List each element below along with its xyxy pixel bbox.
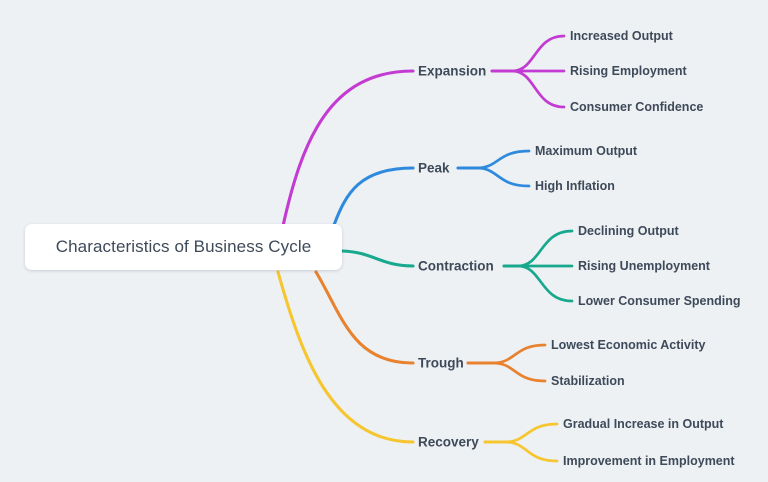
branch-node-peak[interactable]: Peak: [418, 160, 450, 176]
leaf-node-declining-output[interactable]: Declining Output: [578, 223, 679, 238]
leaf-node-rising-unemployment[interactable]: Rising Unemployment: [578, 258, 710, 273]
peak-links: [332, 149, 531, 227]
leaf-node-maximum-output[interactable]: Maximum Output: [535, 143, 638, 158]
recovery-links: [276, 270, 559, 463]
leaf-node-gradual-increase-in-output[interactable]: Gradual Increase in Output: [563, 416, 724, 431]
leaf-node-lower-consumer-spending[interactable]: Lower Consumer Spending: [578, 293, 741, 308]
branch-node-trough[interactable]: Trough: [418, 355, 464, 371]
expansion-links: [281, 34, 566, 228]
leaf-node-lowest-economic-activity[interactable]: Lowest Economic Activity: [551, 337, 706, 352]
trough-links: [314, 270, 547, 383]
leaf-node-consumer-confidence[interactable]: Consumer Confidence: [570, 99, 704, 114]
leaf-node-increased-output[interactable]: Increased Output: [570, 28, 673, 43]
root-node[interactable]: Characteristics of Business Cycle: [25, 224, 342, 270]
leaf-node-improvement-in-employment[interactable]: Improvement in Employment: [563, 453, 735, 468]
contraction-links: [340, 229, 574, 303]
leaf-node-high-inflation[interactable]: High Inflation: [535, 178, 615, 193]
leaf-node-stabilization[interactable]: Stabilization: [551, 373, 625, 388]
branch-node-expansion[interactable]: Expansion: [418, 63, 487, 79]
branch-node-contraction[interactable]: Contraction: [418, 258, 494, 274]
branch-node-recovery[interactable]: Recovery: [418, 434, 479, 450]
leaf-node-rising-employment[interactable]: Rising Employment: [570, 63, 687, 78]
